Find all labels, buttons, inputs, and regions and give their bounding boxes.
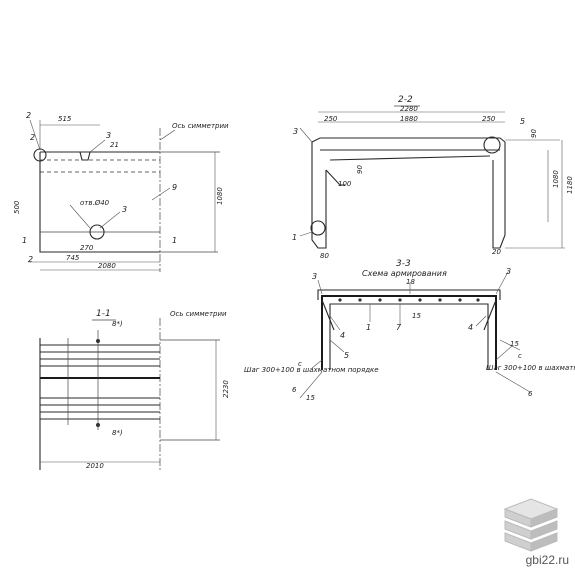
dim-90-right: 90 xyxy=(530,129,538,138)
mark-1-left: 1 xyxy=(22,236,27,245)
dim-500: 500 xyxy=(13,200,21,214)
mark-33-7: 7 xyxy=(396,323,402,332)
front-view: 515 2 2 3 21 Ось симметрии 9 отв.Ø40 3 5… xyxy=(13,111,229,272)
mark-33-5: 5 xyxy=(344,351,349,360)
mark-33-15c: 15 xyxy=(306,394,315,402)
dim-2280: 2280 xyxy=(400,105,418,113)
mark-22-1: 1 xyxy=(292,233,297,242)
dim-2230: 2230 xyxy=(222,380,230,398)
mark-22-5: 5 xyxy=(520,117,525,126)
shear-label-right: Шаг 300+100 в шахматном порядке xyxy=(486,364,575,372)
hole-label: отв.Ø40 xyxy=(80,199,110,207)
section-1-1: 1-1 Ось симметрии 8*) 8*) 2230 2010 xyxy=(39,309,230,470)
dim-745: 745 xyxy=(66,254,80,262)
dim-1880: 1880 xyxy=(400,115,418,123)
dim-250-left: 250 xyxy=(324,115,338,123)
mark-33-1: 1 xyxy=(366,323,371,332)
mark-2-top: 2 xyxy=(26,111,31,120)
section-22-title: 2-2 xyxy=(398,95,413,105)
watermark-logo xyxy=(495,489,567,569)
mark-22-3: 3 xyxy=(293,127,298,136)
stacked-slabs-logo-icon xyxy=(503,498,559,552)
scheme-title: Схема армирования xyxy=(362,269,447,278)
mark-33-6-right: 6 xyxy=(528,390,533,398)
dim-8-bottom: 8*) xyxy=(112,429,123,437)
dim-21: 21 xyxy=(110,141,119,149)
dim-90: 90 xyxy=(356,165,364,174)
mark-33-15a: 15 xyxy=(412,312,421,320)
watermark-site-text: gbi22.ru xyxy=(525,553,569,567)
shear-label-left: Шаг 300+100 в шахматном порядке xyxy=(244,366,379,374)
axis-label-mid: Ось симметрии xyxy=(170,310,227,318)
mark-33-c-right: с xyxy=(518,352,522,360)
mark-2-side: 2 xyxy=(30,133,35,142)
mark-3-top: 3 xyxy=(106,131,111,140)
axis-label-top: Ось симметрии xyxy=(172,122,229,130)
mark-3-hole: 3 xyxy=(122,205,127,214)
dim-1080-front: 1080 xyxy=(216,187,224,205)
mark-33-c-left: с xyxy=(298,360,302,368)
mark-9: 9 xyxy=(172,183,177,192)
mark-33-6-left: 6 xyxy=(292,386,297,394)
shear-label-left-text: Шаг 300+100 в шахматном порядке xyxy=(244,366,379,374)
dim-1180: 1180 xyxy=(566,176,574,194)
mark-2-bottom: 2 xyxy=(28,255,33,264)
shear-label-right-text: Шаг 300+100 в шахматном порядке xyxy=(486,364,575,372)
dim-80: 80 xyxy=(320,252,329,260)
mark-33-3-left: 3 xyxy=(312,272,317,281)
mark-33-18: 18 xyxy=(406,278,415,286)
dim-250-right: 250 xyxy=(482,115,496,123)
dim-20: 20 xyxy=(492,248,501,256)
mark-33-4-left: 4 xyxy=(340,331,345,340)
dim-270: 270 xyxy=(80,244,94,252)
section-11-title: 1-1 xyxy=(96,309,111,319)
mark-33-3-right: 3 xyxy=(506,267,511,276)
dim-1080-side: 1080 xyxy=(552,170,560,188)
section-3-3: 3-3 Схема армирования 3 3 18 1 xyxy=(244,259,575,402)
section-33-title: 3-3 xyxy=(396,259,411,269)
mark-33-15b: 15 xyxy=(510,340,519,348)
dim-2010: 2010 xyxy=(86,462,104,470)
mark-33-4-right: 4 xyxy=(468,323,473,332)
dim-100: 100 xyxy=(338,180,352,188)
dim-2080: 2080 xyxy=(98,262,116,270)
dim-515: 515 xyxy=(58,115,72,123)
section-2-2: 2-2 2280 1880 250 250 3 5 1 100 90 80 90 xyxy=(292,95,574,260)
mark-1-right: 1 xyxy=(172,236,177,245)
dim-8-top: 8*) xyxy=(112,320,123,328)
